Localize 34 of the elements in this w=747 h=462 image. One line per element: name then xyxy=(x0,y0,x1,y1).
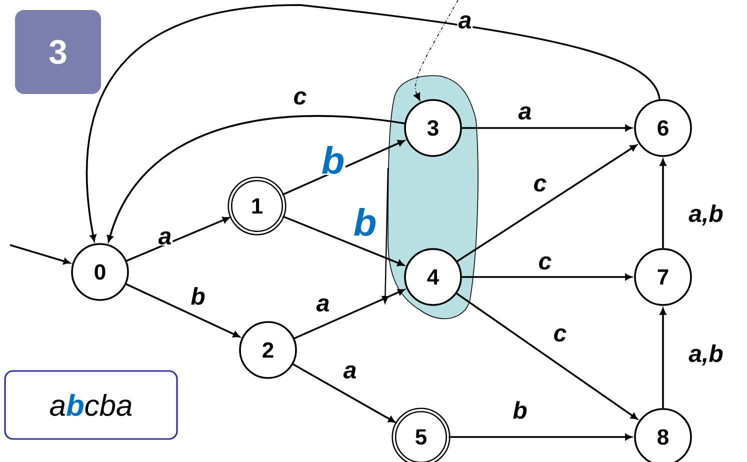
transition-arrow xyxy=(86,4,660,242)
edge-label: b xyxy=(352,207,378,237)
edge-label: a,b xyxy=(688,343,724,367)
transition-arrow xyxy=(456,144,637,262)
initial-arrow xyxy=(10,244,70,264)
step-badge: 3 xyxy=(15,10,101,94)
edge-label: a,b xyxy=(688,203,724,227)
edge-label: c xyxy=(532,177,548,193)
edge-label: a xyxy=(342,364,358,380)
edge-label: c xyxy=(537,255,553,271)
transition-arrow xyxy=(448,434,632,440)
transition-arrow xyxy=(292,364,396,423)
transition-arrow xyxy=(660,308,666,408)
edge-label: c xyxy=(552,327,568,343)
edge-label: a xyxy=(517,105,533,121)
transition-arrow xyxy=(126,216,230,262)
edge-label: b xyxy=(190,286,206,306)
transition-arrow xyxy=(126,283,240,338)
transition-arrow xyxy=(456,292,638,420)
edge-label: b xyxy=(320,145,346,175)
transition-arrow xyxy=(462,274,632,280)
transition-arrow xyxy=(106,115,405,242)
edge-label: a xyxy=(157,230,173,246)
edge-label: b xyxy=(512,400,528,420)
edge-label: c xyxy=(292,90,308,106)
input-word-box: abcba xyxy=(4,370,178,440)
transition-arrow xyxy=(462,124,632,132)
transition-arrow xyxy=(294,288,405,340)
transition-arrow xyxy=(660,159,666,248)
edge-label: a xyxy=(315,297,331,313)
initial-arrow xyxy=(413,0,458,102)
edge-label: a xyxy=(457,14,473,30)
transition-arrow xyxy=(282,216,404,266)
transition-arrow xyxy=(282,140,405,196)
